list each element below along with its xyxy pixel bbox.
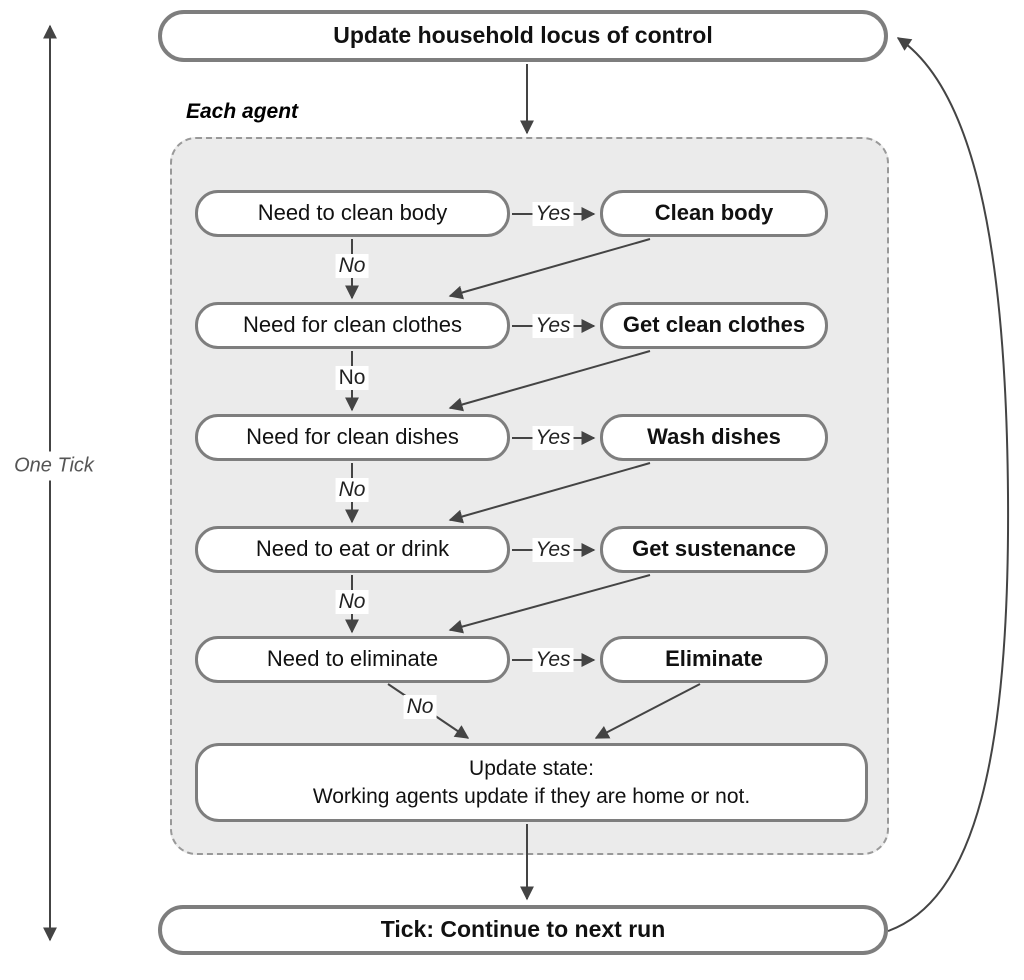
update-state-line2: Working agents update if they are home o… [312, 784, 751, 808]
condition-need-clean-body: Need to clean body [195, 190, 510, 237]
condition-need-eat-drink: Need to eat or drink [195, 526, 510, 573]
action-get-sustenance: Get sustenance [600, 526, 828, 573]
yes-label-5: Yes [532, 648, 574, 672]
update-household-locus-node: Update household locus of control [158, 10, 888, 62]
yes-label-2: Yes [532, 314, 574, 338]
no-label-1: No [335, 254, 369, 278]
one-tick-label: One Tick [10, 451, 98, 481]
each-agent-label: Each agent [186, 100, 299, 123]
feedback-loop-arrow [887, 37, 1010, 932]
action-wash-dishes: Wash dishes [600, 414, 828, 461]
action-eliminate: Eliminate [600, 636, 828, 683]
no-label-5: No [403, 695, 437, 719]
update-state-line1: Update state: [469, 757, 594, 781]
yes-label-1: Yes [532, 202, 574, 226]
action-get-clean-clothes: Get clean clothes [600, 302, 828, 349]
no-label-2: No [335, 366, 369, 390]
no-label-3: No [335, 478, 369, 502]
yes-label-4: Yes [532, 538, 574, 562]
condition-need-clean-clothes: Need for clean clothes [195, 302, 510, 349]
condition-need-eliminate: Need to eliminate [195, 636, 510, 683]
action-clean-body: Clean body [600, 190, 828, 237]
update-state-node: Update state: Working agents update if t… [195, 743, 868, 822]
no-label-4: No [335, 590, 369, 614]
condition-need-clean-dishes: Need for clean dishes [195, 414, 510, 461]
yes-label-3: Yes [532, 426, 574, 450]
tick-continue-node: Tick: Continue to next run [158, 905, 888, 955]
